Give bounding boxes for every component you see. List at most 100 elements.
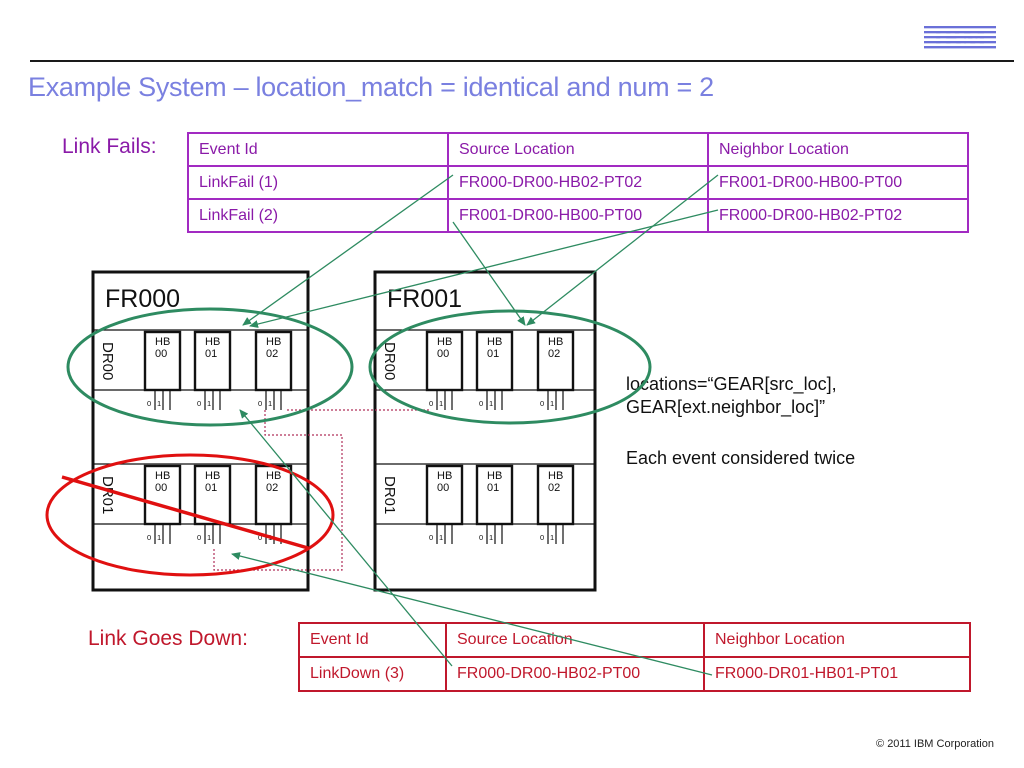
hub-box	[475, 330, 514, 392]
event-id-cell: LinkFail (1)	[187, 165, 449, 200]
hub-box	[193, 464, 232, 526]
event-id-cell: LinkFail (2)	[187, 198, 449, 233]
column-header: Event Id	[298, 622, 447, 658]
drawer-label: DR01	[99, 476, 116, 514]
link-down-label: Link Goes Down:	[88, 627, 248, 650]
hub-label: 01	[487, 482, 499, 494]
table-row: LinkFail (2) FR001-DR00-HB00-PT00 FR000-…	[187, 198, 969, 233]
frame-border	[91, 270, 310, 592]
green-highlight-fr000-dr00	[66, 307, 354, 427]
hub-box	[536, 330, 575, 392]
hub-box	[143, 464, 182, 526]
hub-label: 00	[437, 482, 449, 494]
hub-box	[193, 330, 232, 392]
source-location-cell: FR000-DR00-HB02-PT00	[445, 656, 705, 692]
neighbor-location-cell: FR000-DR01-HB01-PT01	[703, 656, 971, 692]
port-label-1: 1	[268, 533, 272, 542]
neighbor-location-cell: FR000-DR00-HB02-PT02	[707, 198, 969, 233]
hub-label: HB	[266, 336, 281, 348]
frame-label: FR000	[105, 285, 180, 313]
port-label-0: 0	[258, 533, 262, 542]
port-label-1: 1	[550, 533, 554, 542]
hub-box	[425, 464, 464, 526]
port-label-1: 1	[489, 533, 493, 542]
frame-label: FR001	[387, 285, 462, 313]
ibm-logo-text: IBM	[933, 24, 987, 52]
source-location-cell: FR000-DR00-HB02-PT02	[447, 165, 709, 200]
table-header-row: Event Id Source Location Neighbor Locati…	[298, 622, 971, 658]
link-fails-label: Link Fails:	[62, 135, 157, 158]
drawer-label: DR00	[381, 342, 398, 380]
each-event-note: Each event considered twice	[626, 448, 856, 468]
arrow-lf2-src	[452, 221, 526, 326]
table-header-row: Event Id Source Location Neighbor Locati…	[187, 132, 969, 167]
hub-label: HB	[155, 470, 170, 482]
neighbor-location-cell: FR001-DR00-HB00-PT00	[707, 165, 969, 200]
hub-label: 02	[548, 482, 560, 494]
column-header: Source Location	[445, 622, 705, 658]
port-label-1: 1	[157, 399, 161, 408]
drawer-label: DR01	[381, 476, 398, 514]
port-label-0: 0	[540, 533, 544, 542]
red-cross-out-line	[61, 475, 309, 550]
port-label-1: 1	[207, 399, 211, 408]
hub-label: HB	[487, 336, 502, 348]
hub-label: 00	[155, 482, 167, 494]
port-label-0: 0	[258, 399, 262, 408]
port-label-1: 1	[550, 399, 554, 408]
table-row: LinkDown (3) FR000-DR00-HB02-PT00 FR000-…	[298, 656, 971, 692]
cable-fr000-dr00-to-dr01	[213, 410, 343, 571]
hub-label: HB	[437, 470, 452, 482]
ibm-logo: IBM	[924, 24, 996, 52]
column-header: Event Id	[187, 132, 449, 167]
source-location-cell: FR001-DR00-HB00-PT00	[447, 198, 709, 233]
hub-label: HB	[548, 336, 563, 348]
hub-label: 02	[266, 482, 278, 494]
locations-note-line1: locations=“GEAR[src_loc],	[626, 374, 837, 394]
green-highlight-fr001-dr00	[368, 309, 652, 425]
port-label-0: 0	[479, 533, 483, 542]
port-label-0: 0	[479, 399, 483, 408]
mapping-arrows	[231, 174, 719, 676]
column-header: Neighbor Location	[707, 132, 969, 167]
hub-box	[425, 330, 464, 392]
link-fails-table: Event Id Source Location Neighbor Locati…	[187, 132, 969, 233]
cable-connections	[213, 409, 430, 571]
hub-label: 01	[487, 348, 499, 360]
port-label-0: 0	[147, 533, 151, 542]
hub-label: HB	[266, 470, 281, 482]
port-label-0: 0	[197, 399, 201, 408]
column-header: Neighbor Location	[703, 622, 971, 658]
hub-label: HB	[205, 336, 220, 348]
event-id-cell: LinkDown (3)	[298, 656, 447, 692]
hub-label: 02	[548, 348, 560, 360]
frame-border	[373, 270, 597, 592]
drawer-label: DR00	[99, 342, 116, 380]
hub-label: 02	[266, 348, 278, 360]
hub-label: HB	[548, 470, 563, 482]
port-label-1: 1	[489, 399, 493, 408]
hub-label: HB	[205, 470, 220, 482]
port-label-1: 1	[157, 533, 161, 542]
column-header: Source Location	[447, 132, 709, 167]
hub-label: HB	[155, 336, 170, 348]
port-label-0: 0	[429, 533, 433, 542]
port-label-1: 1	[439, 399, 443, 408]
link-down-table: Event Id Source Location Neighbor Locati…	[298, 622, 971, 692]
hub-box	[254, 464, 293, 526]
slide-title: Example System – location_match = identi…	[28, 72, 714, 102]
copyright-footer: © 2011 IBM Corporation	[876, 738, 994, 750]
